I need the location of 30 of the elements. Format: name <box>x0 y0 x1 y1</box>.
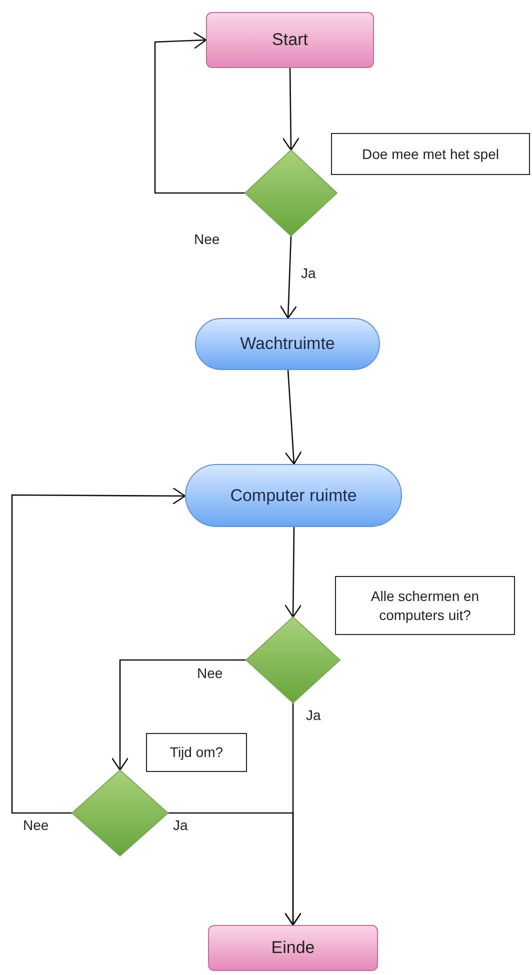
arrow <box>111 659 246 771</box>
edge-label: Nee <box>22 818 50 832</box>
question-box <box>331 133 530 175</box>
node-text: Wachtruimte <box>240 333 335 356</box>
arrow <box>154 32 245 194</box>
question-box <box>146 733 247 772</box>
terminal-box <box>206 12 374 68</box>
edge-label: Ja <box>300 266 317 280</box>
question-box <box>335 576 515 635</box>
node-text: Alle schermen en computers uit? <box>370 587 480 624</box>
decision-diamond <box>246 617 340 703</box>
arrow <box>282 68 300 151</box>
node-text: Tijd om? <box>170 743 224 762</box>
node-text: Start <box>272 29 308 52</box>
process-pill <box>195 318 380 370</box>
edge-label: Nee <box>193 232 221 246</box>
node-text: Einde <box>271 937 315 960</box>
arrow <box>11 487 186 814</box>
node-text: Doe mee met het spel <box>362 144 499 164</box>
terminal-box <box>208 925 378 971</box>
arrow <box>280 236 298 319</box>
edge-label: Ja <box>172 818 189 832</box>
edge-label: Ja <box>305 708 322 722</box>
arrow <box>284 370 302 465</box>
decision-diamond <box>245 150 337 236</box>
decision-diamond <box>72 770 168 856</box>
node-text: Computer ruimte <box>230 484 357 507</box>
edge-label: Nee <box>196 666 224 680</box>
arrow <box>168 812 302 926</box>
arrow <box>284 527 302 618</box>
